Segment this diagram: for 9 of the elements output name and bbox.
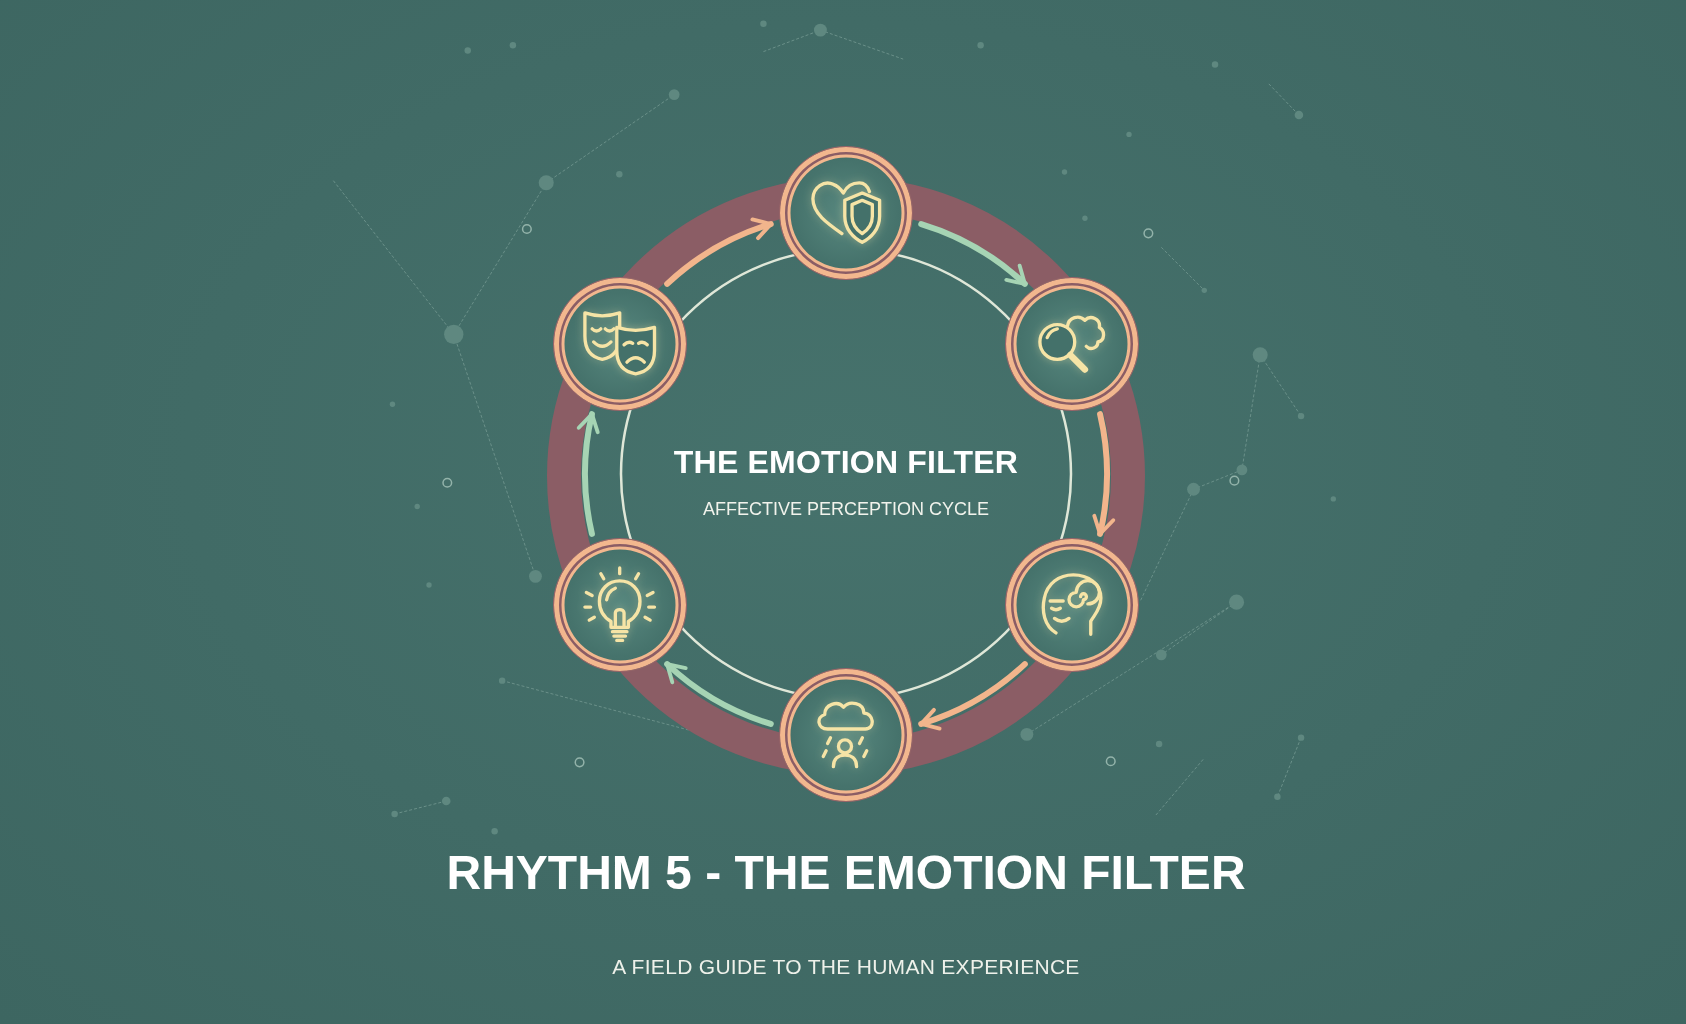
arrow	[664, 661, 774, 727]
page-title: RHYTHM 5 - THE EMOTION FILTER	[446, 845, 1246, 901]
arrow	[1091, 411, 1115, 537]
arrow	[577, 411, 601, 537]
cycle-subtitle: AFFECTIVE PERCEPTION CYCLE	[702, 497, 990, 520]
page-subtitle: A FIELD GUIDE TO THE HUMAN EXPERIENCE	[612, 954, 1080, 980]
arrow	[664, 218, 774, 287]
arrow	[918, 221, 1028, 287]
cycle-title: THE EMOTION FILTER	[673, 442, 1019, 481]
